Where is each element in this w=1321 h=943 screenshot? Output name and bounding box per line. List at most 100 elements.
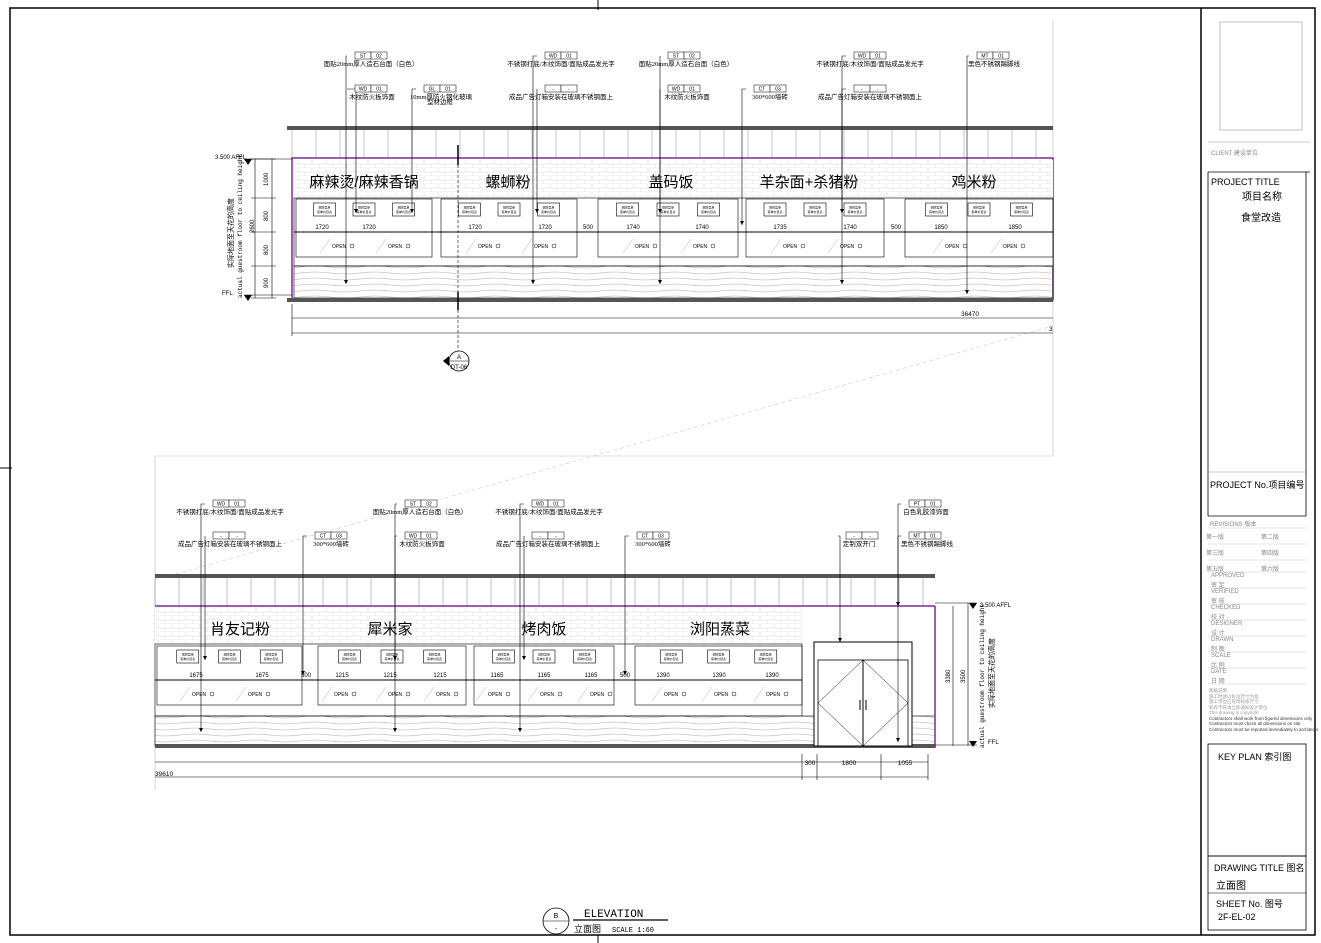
open-sign-icon — [857, 243, 863, 249]
open-sign: OPEN — [766, 692, 781, 698]
level-floor-marker — [244, 295, 252, 301]
height-dim: 800 — [264, 244, 270, 255]
leader-arrow — [965, 290, 969, 294]
base-band — [154, 715, 936, 747]
level-floor-marker — [969, 741, 977, 747]
material-note: 黑色不锈钢踢脚线 — [901, 539, 954, 548]
leader-line — [841, 88, 846, 213]
counter-width: 1740 — [626, 225, 640, 231]
material-tag — [370, 84, 388, 93]
menu-board-text: 招牌菜单 — [760, 652, 772, 657]
section-tag[interactable]: A DT-06 — [443, 350, 470, 372]
designer-cn: 设 计 — [1211, 631, 1225, 637]
leader-arrow — [301, 671, 305, 675]
menu-board-price: 菜单价目表 — [356, 209, 371, 214]
material-code: WD — [536, 502, 545, 508]
rev-item: 第三版 — [1206, 551, 1225, 557]
level-top-label: 3.500 AFFL — [980, 603, 1012, 609]
menu-board-price: 菜单价目表 — [664, 656, 679, 661]
menu-board — [380, 649, 404, 664]
viewport-diagonal — [154, 325, 1054, 581]
counter-width: 1675 — [189, 673, 203, 679]
glass-hatch — [375, 686, 387, 702]
menu-board-price: 菜单价目表 — [807, 209, 822, 214]
open-sign-icon — [405, 691, 411, 697]
leader-arrow — [740, 221, 744, 225]
stall-sign: 螺蛳粉 — [485, 174, 530, 191]
menu-board-text: 招牌菜单 — [930, 205, 942, 210]
material-tag — [547, 531, 565, 540]
counter-width: 1390 — [712, 673, 726, 679]
menu-board — [338, 649, 361, 664]
leader-arrow — [896, 738, 900, 742]
leader-arrow — [344, 280, 348, 284]
material-tag — [370, 51, 388, 60]
material-tag — [439, 84, 457, 93]
scale-label: SCALE — [1211, 653, 1231, 659]
date-label: DATE — [1211, 669, 1227, 675]
note-line: 施工时请以标注尺寸为准 — [1209, 693, 1259, 699]
door-dim: 1800 — [842, 760, 857, 767]
material-code: - — [539, 534, 541, 540]
open-sign: OPEN — [714, 692, 729, 698]
project-title-label: PROJECT TITLE — [1211, 177, 1280, 187]
material-note: 白色乳胶漆饰面 — [903, 507, 949, 516]
menu-board — [458, 202, 481, 217]
material-code: WD — [858, 54, 867, 60]
open-sign: OPEN — [436, 692, 451, 698]
material-no: - — [568, 87, 570, 93]
menu-board-price: 菜单价目表 — [496, 656, 511, 661]
counter-width: 1165 — [491, 673, 505, 679]
material-tag — [683, 84, 701, 93]
drawing-title-label: DRAWING TITLE 图名 — [1214, 863, 1305, 873]
leader-arrow — [199, 728, 203, 732]
title-tag-letter: B — [554, 913, 559, 920]
open-sign: OPEN — [664, 692, 679, 698]
material-note: 成品广告灯箱安装在玻璃不锈钢面上 — [178, 539, 283, 548]
leader-line — [394, 535, 397, 660]
key-plan-label: KEY PLAN 索引图 — [1218, 752, 1292, 762]
material-tag — [228, 499, 246, 508]
counter-width: 1850 — [934, 225, 948, 231]
checked-label: CHECKED — [1211, 605, 1241, 611]
counter-width: 1675 — [255, 673, 269, 679]
material-code: WD — [217, 502, 226, 508]
open-sign: OPEN — [783, 244, 798, 250]
height-dim: 1000 — [264, 172, 270, 186]
material-no: 01 — [875, 54, 881, 60]
menu-board-price: 菜单价目表 — [501, 209, 516, 214]
stall-sign: 浏阳蒸菜 — [690, 621, 750, 638]
glass-hatch — [651, 686, 663, 702]
client-label: CLIENT 建设单位 — [1211, 151, 1258, 157]
menu-board-price: 菜单价目表 — [180, 656, 195, 661]
glass-hatch — [321, 686, 333, 702]
revisions-label: REVISIONS 版本 — [1210, 522, 1257, 528]
menu-board — [1010, 202, 1033, 217]
open-sign-icon — [710, 243, 716, 249]
note-line: Contractors shall work from figured dime… — [1209, 715, 1313, 721]
material-note: 不锈钢打底/木纹饰面/面贴成品发光字 — [495, 507, 603, 516]
material-no: 03 — [336, 534, 342, 540]
open-sign-icon — [405, 243, 411, 249]
open-sign: OPEN — [248, 692, 263, 698]
tile-band — [155, 606, 802, 644]
menu-board-text: 招牌菜单 — [702, 205, 714, 210]
glass-hatch — [753, 686, 765, 702]
menu-board — [392, 202, 415, 217]
height-b: 3500 — [961, 669, 967, 683]
material-note: 木纹防火板饰面 — [664, 92, 710, 101]
material-tag — [992, 51, 1010, 60]
counter-width: 1215 — [433, 673, 447, 679]
material-note: 300*600墙砖 — [635, 539, 671, 548]
verified-label: VERIFIED — [1211, 589, 1239, 595]
title-tag-dash: - — [555, 926, 558, 933]
rev-item: 第六版 — [1261, 567, 1280, 573]
open-sign: OPEN — [590, 692, 605, 698]
leader-arrow — [354, 209, 358, 213]
leader-arrow — [393, 728, 397, 732]
stall-sign: 犀米家 — [367, 621, 412, 638]
menu-board — [352, 202, 376, 217]
material-note: 木纹防火板饰面 — [349, 92, 395, 101]
open-sign-icon — [495, 243, 501, 249]
double-door[interactable] — [813, 641, 913, 747]
